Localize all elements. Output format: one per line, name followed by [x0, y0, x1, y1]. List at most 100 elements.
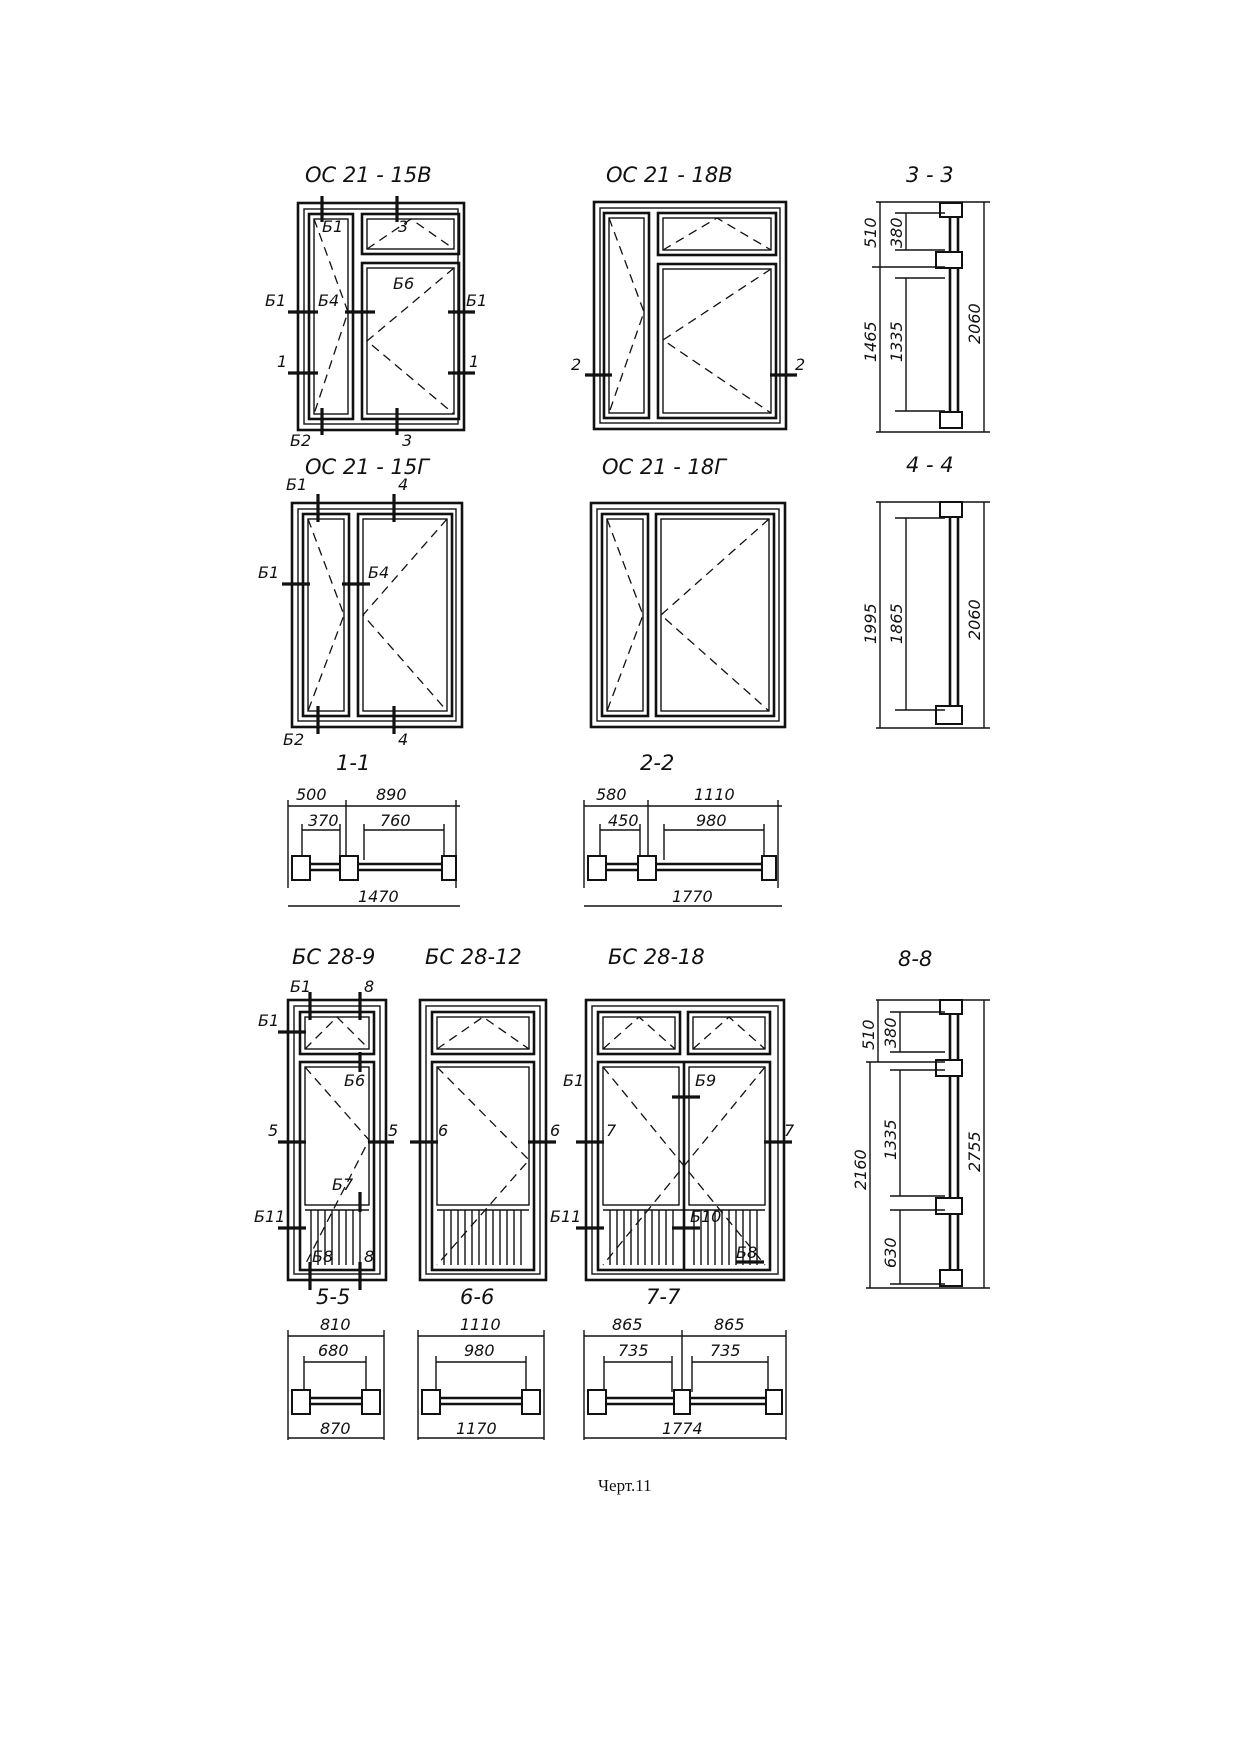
window-os21-18v: ОС 21 - 18В 2 2: [571, 163, 805, 431]
mark-b1: Б1: [290, 977, 311, 996]
mark-4: 4: [398, 475, 408, 494]
title-bs28-12: БС 28-12: [425, 945, 522, 969]
mark-b9: Б9: [695, 1071, 716, 1090]
mark-b6: Б6: [344, 1071, 365, 1090]
dim-865: 865: [612, 1315, 643, 1334]
section-8-8: 8-8 510 380 2160 1335 630 2755: [851, 947, 990, 1289]
dim-1335: 1335: [881, 1119, 900, 1160]
mark-b1: Б1: [563, 1071, 584, 1090]
mark-b11: Б11: [254, 1207, 285, 1226]
mark-b1: Б1: [286, 475, 307, 494]
mark-1: 1: [277, 352, 287, 371]
mark-b7: Б7: [332, 1175, 354, 1194]
mark-2: 2: [571, 355, 581, 374]
mark-1: 1: [469, 352, 479, 371]
mark-b6: Б6: [393, 274, 414, 293]
mark-6: 6: [438, 1121, 448, 1140]
title-section-8-8: 8-8: [898, 947, 932, 971]
dim-2060: 2060: [965, 599, 984, 640]
mark-b2: Б2: [290, 431, 311, 450]
section-1-1: 1-1 500 890 370 760 1470: [287, 751, 460, 907]
title-section-2-2: 2-2: [640, 751, 674, 775]
mark-b11: Б11: [550, 1207, 581, 1226]
mark-b1: Б1: [258, 563, 279, 582]
dim-735: 735: [618, 1341, 649, 1360]
mark-b4: Б4: [318, 291, 339, 310]
mark-b1: Б1: [466, 291, 487, 310]
dim-1865: 1865: [887, 603, 906, 644]
title-section-4-4: 4 - 4: [906, 453, 954, 477]
window-os21-15g: ОС 21 - 15Г Б1 4 Б1 Б4 Б2 4: [258, 455, 464, 749]
mark-7: 7: [784, 1121, 795, 1140]
mark-5: 5: [268, 1121, 278, 1140]
section-2-2: 2-2 580 1110 450 980 1770: [583, 751, 782, 907]
dim-865: 865: [714, 1315, 745, 1334]
title-section-7-7: 7-7: [646, 1285, 681, 1309]
title-bs28-9: БС 28-9: [292, 945, 375, 969]
dim-1774: 1774: [662, 1419, 703, 1438]
dim-1470: 1470: [358, 887, 399, 906]
mark-b8: Б8: [736, 1243, 757, 1262]
title-bs28-18: БС 28-18: [608, 945, 705, 969]
door-bs28-18: БС 28-18: [550, 945, 795, 1282]
dim-1335: 1335: [887, 321, 906, 362]
dim-2755: 2755: [965, 1131, 984, 1172]
title-os21-18v: ОС 21 - 18В: [606, 163, 733, 187]
section-3-3: 3 - 3 510 380 1465 1335 2060: [861, 163, 990, 433]
mark-2: 2: [795, 355, 805, 374]
title-os21-15v: ОС 21 - 15В: [305, 163, 432, 187]
dim-380: 380: [881, 1017, 900, 1048]
mark-5: 5: [388, 1121, 398, 1140]
dim-1110: 1110: [694, 785, 735, 804]
dim-870: 870: [320, 1419, 351, 1438]
mark-8: 8: [364, 1247, 374, 1266]
title-section-5-5: 5-5: [316, 1285, 350, 1309]
title-os21-18g: ОС 21 - 18Г: [602, 455, 728, 479]
dim-580: 580: [596, 785, 627, 804]
dim-680: 680: [318, 1341, 349, 1360]
mark-b10: Б10: [690, 1207, 721, 1226]
dim-1995: 1995: [861, 603, 880, 644]
mark-3: 3: [398, 217, 408, 236]
section-5-5: 5-5 810 680 870: [287, 1285, 385, 1440]
dim-2060: 2060: [965, 303, 984, 344]
window-os21-15v: ОС 21 - 15В Б1 3 Б6 Б1 Б4 Б1 1 1 Б2 3: [265, 163, 487, 450]
mark-8: 8: [364, 977, 374, 996]
dim-500: 500: [296, 785, 327, 804]
dim-1770: 1770: [672, 887, 713, 906]
dim-510: 510: [859, 1019, 878, 1050]
mark-b4: Б4: [368, 563, 389, 582]
dim-370: 370: [308, 811, 339, 830]
section-6-6: 6-6 1110 980 1170: [417, 1285, 545, 1440]
dim-980: 980: [696, 811, 727, 830]
dim-980: 980: [464, 1341, 495, 1360]
title-section-1-1: 1-1: [336, 751, 370, 775]
dim-2160: 2160: [851, 1149, 870, 1190]
window-os21-18g: ОС 21 - 18Г: [589, 455, 787, 729]
section-7-7: 7-7 865 865 735 735 1774: [583, 1285, 787, 1440]
mark-b2: Б2: [283, 730, 304, 749]
mark-4: 4: [398, 730, 408, 749]
title-section-3-3: 3 - 3: [906, 163, 954, 187]
dim-735: 735: [710, 1341, 741, 1360]
mark-6: 6: [550, 1121, 560, 1140]
dim-760: 760: [380, 811, 411, 830]
mark-3: 3: [402, 431, 412, 450]
dim-1170: 1170: [456, 1419, 497, 1438]
dim-510: 510: [861, 217, 880, 248]
mark-b8: Б8: [312, 1247, 333, 1266]
title-os21-15g: ОС 21 - 15Г: [305, 455, 431, 479]
mark-b1: Б1: [265, 291, 286, 310]
mark-7: 7: [606, 1121, 617, 1140]
dim-810: 810: [320, 1315, 351, 1334]
mark-b1: Б1: [322, 217, 343, 236]
dim-450: 450: [608, 811, 639, 830]
mark-b1: Б1: [258, 1011, 279, 1030]
door-bs28-9: БС 28-9 Б1 8 Б1 Б6 5 5 Б7 Б11: [254, 945, 398, 1290]
dim-380: 380: [887, 217, 906, 248]
section-4-4: 4 - 4 1995 1865 2060: [861, 453, 990, 729]
title-section-6-6: 6-6: [460, 1285, 494, 1309]
dim-1110: 1110: [460, 1315, 501, 1334]
figure-caption: Черт.11: [598, 1476, 652, 1495]
